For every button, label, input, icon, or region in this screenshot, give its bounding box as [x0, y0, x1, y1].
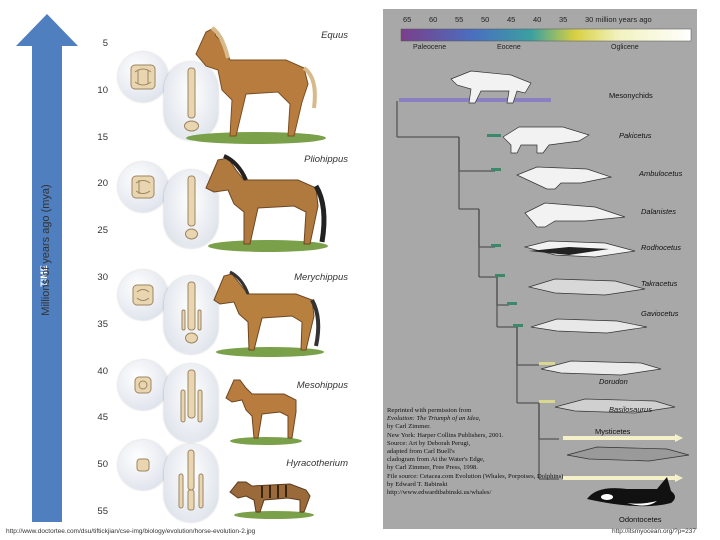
leg-bone-bubble-equus [164, 62, 218, 140]
time-tick-55: 55 [97, 506, 108, 517]
epoch-label-oligocene: Oglicene [611, 44, 639, 51]
taxon-label-ambulocetus: Ambulocetus [639, 169, 683, 178]
time-tick-10: 10 [97, 84, 108, 96]
time-scale-number-50: 50 [481, 15, 490, 24]
equus-horse-illustration [186, 26, 326, 144]
taxon-label-basilosaurus: Basilosaurus [609, 405, 652, 414]
time-tick-40: 40 [97, 365, 108, 377]
molar-bubble-merychippus [118, 270, 168, 320]
time-tick-35: 35 [97, 318, 108, 330]
mesohippus-horse-illustration [225, 379, 302, 445]
time-scale-number-45: 45 [507, 15, 516, 24]
time-scale-number-55: 55 [455, 15, 464, 24]
leg-bone-bubble-hyracotherium [164, 444, 218, 522]
genus-label-pliohippus: Pliohippus [304, 154, 348, 165]
time-tick-30: 30 [97, 272, 108, 283]
time-scale-unit: 30 million years ago [585, 15, 652, 24]
taxon-label-rodhocetus: Rodhocetus [641, 243, 682, 252]
taxon-label-dorudon: Dorudon [599, 377, 628, 386]
taxon-label-mesonychids: Mesonychids [609, 91, 653, 100]
time-scale-number-65: 65 [403, 15, 412, 24]
leg-bone-bubble-pliohippus [164, 170, 218, 248]
taxon-label-takracetus: Takracetus [641, 279, 678, 288]
epoch-label-paleocene: Paleocene [413, 44, 447, 51]
epoch-label-eocene: Eocene [497, 44, 521, 51]
time-tick-45: 45 [97, 412, 108, 424]
taxon-label-pakicetus: Pakicetus [619, 131, 652, 140]
taxon-label-odontocetes: Odontocetes [619, 515, 662, 524]
horse-source-caption: http://www.doctortee.com/dsu/tiftickjian… [6, 528, 256, 535]
time-tick-20: 20 [97, 178, 108, 190]
leg-bone-bubble-mesohippus [164, 364, 218, 442]
time-tick-25: 25 [97, 225, 108, 237]
taxon-label-gaviocetus: Gaviocetus [641, 309, 679, 318]
genus-label-mesohippus: Mesohippus [296, 380, 348, 391]
geologic-time-bar [400, 28, 692, 42]
time-scale-number-40: 40 [533, 15, 542, 24]
axis-title: Millions of years ago (mya) [40, 184, 52, 316]
molar-bubble-hyracotherium [118, 440, 168, 490]
image-credit: Reprinted with permission from Evolution… [387, 407, 564, 497]
horse-evolution-figure: TIME Millions of years ago (mya) 5 10 15 20… [16, 14, 348, 522]
molar-bubble-mesohippus [118, 360, 168, 410]
time-tick-15: 15 [97, 131, 108, 143]
time-tick-5: 5 [102, 38, 108, 49]
genus-label-merychippus: Merychippus [294, 272, 348, 283]
genus-label-hyracotherium: Hyracotherium [286, 458, 348, 469]
whale-cladogram-figure: 65 60 55 50 45 40 35 30 million years ago Pale… [383, 9, 697, 529]
genus-label-equus: Equus [321, 30, 348, 41]
merychippus-horse-illustration [213, 270, 324, 357]
cladogram-branches [396, 70, 690, 507]
leg-bone-bubble-merychippus [164, 276, 218, 354]
whale-source-caption: http://itsmyocean.org/?p=237 [612, 528, 697, 535]
molar-bubble-equus [118, 52, 168, 102]
time-scale-number-60: 60 [429, 15, 438, 24]
taxon-label-mysticetes: Mysticetes [595, 427, 631, 436]
hyracotherium-illustration [229, 481, 314, 519]
time-arrow: TIME [16, 14, 78, 522]
whale-silhouettes [450, 70, 690, 507]
molar-bubble-pliohippus [118, 162, 168, 212]
time-scale-number-35: 35 [559, 15, 568, 24]
taxon-label-dalanistes: Dalanistes [641, 207, 677, 216]
time-arrow-label: TIME [39, 265, 49, 287]
time-tick-50: 50 [97, 459, 108, 471]
pliohippus-horse-illustration [205, 154, 328, 252]
